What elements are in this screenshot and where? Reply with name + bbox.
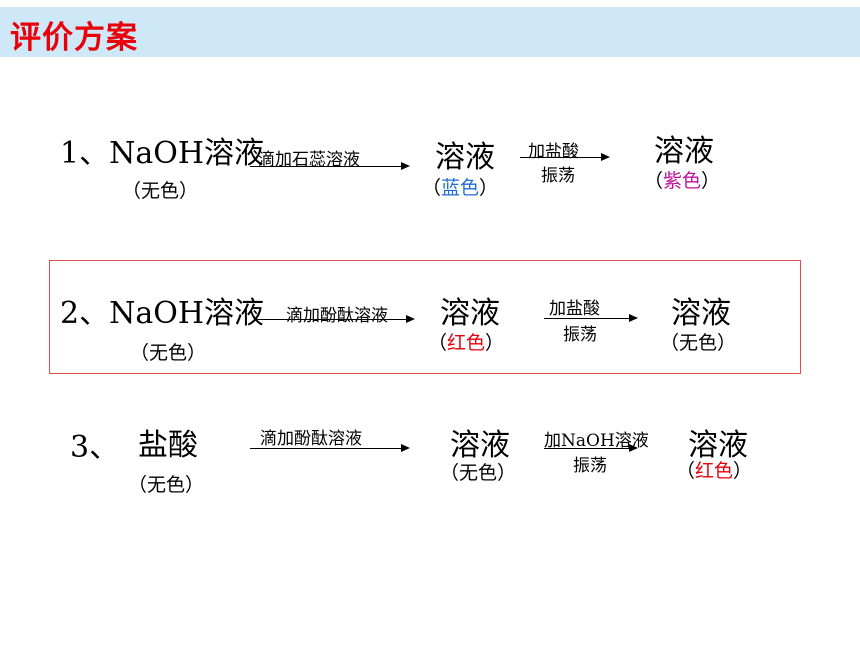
row3-reagent1: 滴加酚酞溶液	[260, 429, 362, 449]
row3-end-color: （红色）	[676, 460, 753, 482]
row1-arrow-2	[520, 153, 610, 161]
row2-start-color: （无色）	[130, 342, 207, 364]
title-bar	[0, 7, 860, 57]
row1-reagent2-bottom: 振荡	[541, 166, 575, 186]
row2-end-solution: 溶液	[671, 296, 731, 331]
row1-start-solution: 1、NaOH溶液	[60, 136, 264, 171]
row2-reagent2-top: 加盐酸	[549, 299, 600, 319]
row3-arrow-2	[544, 444, 638, 452]
row1-start-color: （无色）	[122, 180, 199, 202]
row1-end-solution: 溶液	[654, 134, 714, 169]
row2-mid-color: （红色）	[428, 332, 505, 354]
row3-end-solution: 溶液	[688, 428, 748, 463]
row1-end-color: （紫色）	[644, 170, 721, 192]
row2-reagent1: 滴加酚酞溶液	[286, 306, 388, 326]
row1-arrow-1	[250, 162, 410, 170]
row1-reagent2-top: 加盐酸	[528, 142, 579, 162]
row3-mid-solution: 溶液	[450, 428, 510, 463]
page-title: 评价方案	[10, 20, 138, 56]
row1-reagent1: 滴加石蕊溶液	[258, 150, 360, 170]
row3-start-color: （无色）	[128, 474, 205, 496]
row3-arrow-1	[250, 444, 410, 452]
row1-mid-color: （蓝色）	[422, 177, 499, 199]
row2-arrow-1	[255, 315, 415, 323]
row3-reagent2-bottom: 振荡	[573, 456, 607, 476]
row2-reagent2-bottom: 振荡	[563, 325, 597, 345]
highlight-box	[49, 260, 801, 374]
row1-mid-solution: 溶液	[435, 140, 495, 175]
row2-start-solution: 2、NaOH溶液	[60, 296, 264, 331]
row3-reagent2-top: 加NaOH溶液	[544, 431, 649, 451]
row2-mid-solution: 溶液	[440, 296, 500, 331]
row3-start-solution: 盐酸	[138, 428, 198, 463]
row2-end-color: （无色）	[660, 332, 737, 354]
row2-arrow-2	[544, 314, 638, 322]
row3-mid-color: （无色）	[440, 462, 517, 484]
row3-number: 3、	[70, 430, 120, 465]
